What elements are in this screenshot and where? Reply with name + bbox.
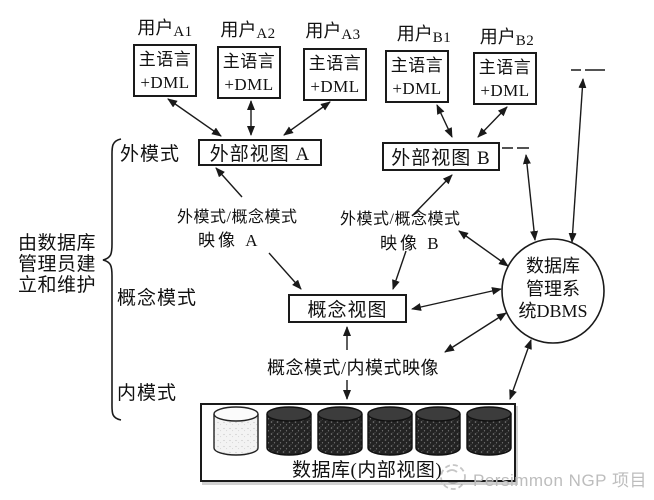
host-language-box-a3: 主语言+DML xyxy=(303,48,367,101)
arrow-conceptual-view-dbms xyxy=(411,287,502,311)
host-language-box-a1: 主语言+DML xyxy=(133,44,197,97)
database-box xyxy=(200,403,516,482)
external-view-a-box: 外部视图 A xyxy=(198,139,322,166)
database-caption: 数据库(内部视图) xyxy=(292,460,443,481)
conceptual-view-box: 概念视图 xyxy=(288,294,407,323)
level-label-external: 外模式 xyxy=(120,144,181,165)
internal-mapping-label: 概念模式/内模式映像 xyxy=(267,358,440,378)
user-label-a3: 用户A3 xyxy=(305,21,361,43)
arrow-dbms-viewB-ellipsis xyxy=(522,154,539,241)
mapping-a-label-line2: 映像 A xyxy=(198,231,261,250)
level-label-conceptual: 概念模式 xyxy=(117,288,198,309)
level-label-internal: 内模式 xyxy=(117,383,178,404)
arrow-userB2-viewB xyxy=(477,106,508,138)
host-language-box-a2: 主语言+DML xyxy=(217,46,281,99)
arrow-dbms-database xyxy=(509,339,532,400)
host-language-box-b2: 主语言+DML xyxy=(473,52,537,105)
mapping-b-label-line1: 外模式/概念模式 xyxy=(340,211,461,228)
user-label-a1: 用户A1 xyxy=(137,18,193,40)
mapping-b-label-line2: 映像 B xyxy=(380,234,442,253)
dbms-label: 数据库 管理系 统DBMS xyxy=(518,256,588,321)
user-label-b2: 用户B2 xyxy=(479,27,535,49)
dba-note: 由数据库 管理员建 立和维护 xyxy=(18,233,97,296)
arrow-dbms-top-ellipsis xyxy=(568,78,587,243)
user-label-a2: 用户A2 xyxy=(220,20,276,42)
arrow-mapA-conceptual-view xyxy=(268,252,302,290)
arrow-mapB-conceptual-view xyxy=(392,250,407,290)
arrow-userA1-viewA xyxy=(167,98,222,137)
watermark-text: Persimmon NGP 项目 xyxy=(473,471,647,490)
arrow-userA3-viewA xyxy=(283,101,331,136)
arrow-userB1-viewB xyxy=(436,104,453,138)
mapping-a-label-line1: 外模式/概念模式 xyxy=(177,209,298,226)
external-view-b-box: 外部视图 B xyxy=(382,142,500,171)
arrow-mapA-viewA xyxy=(215,167,243,198)
user-label-b1: 用户B1 xyxy=(396,24,452,46)
host-language-box-b1: 主语言+DML xyxy=(385,50,449,103)
